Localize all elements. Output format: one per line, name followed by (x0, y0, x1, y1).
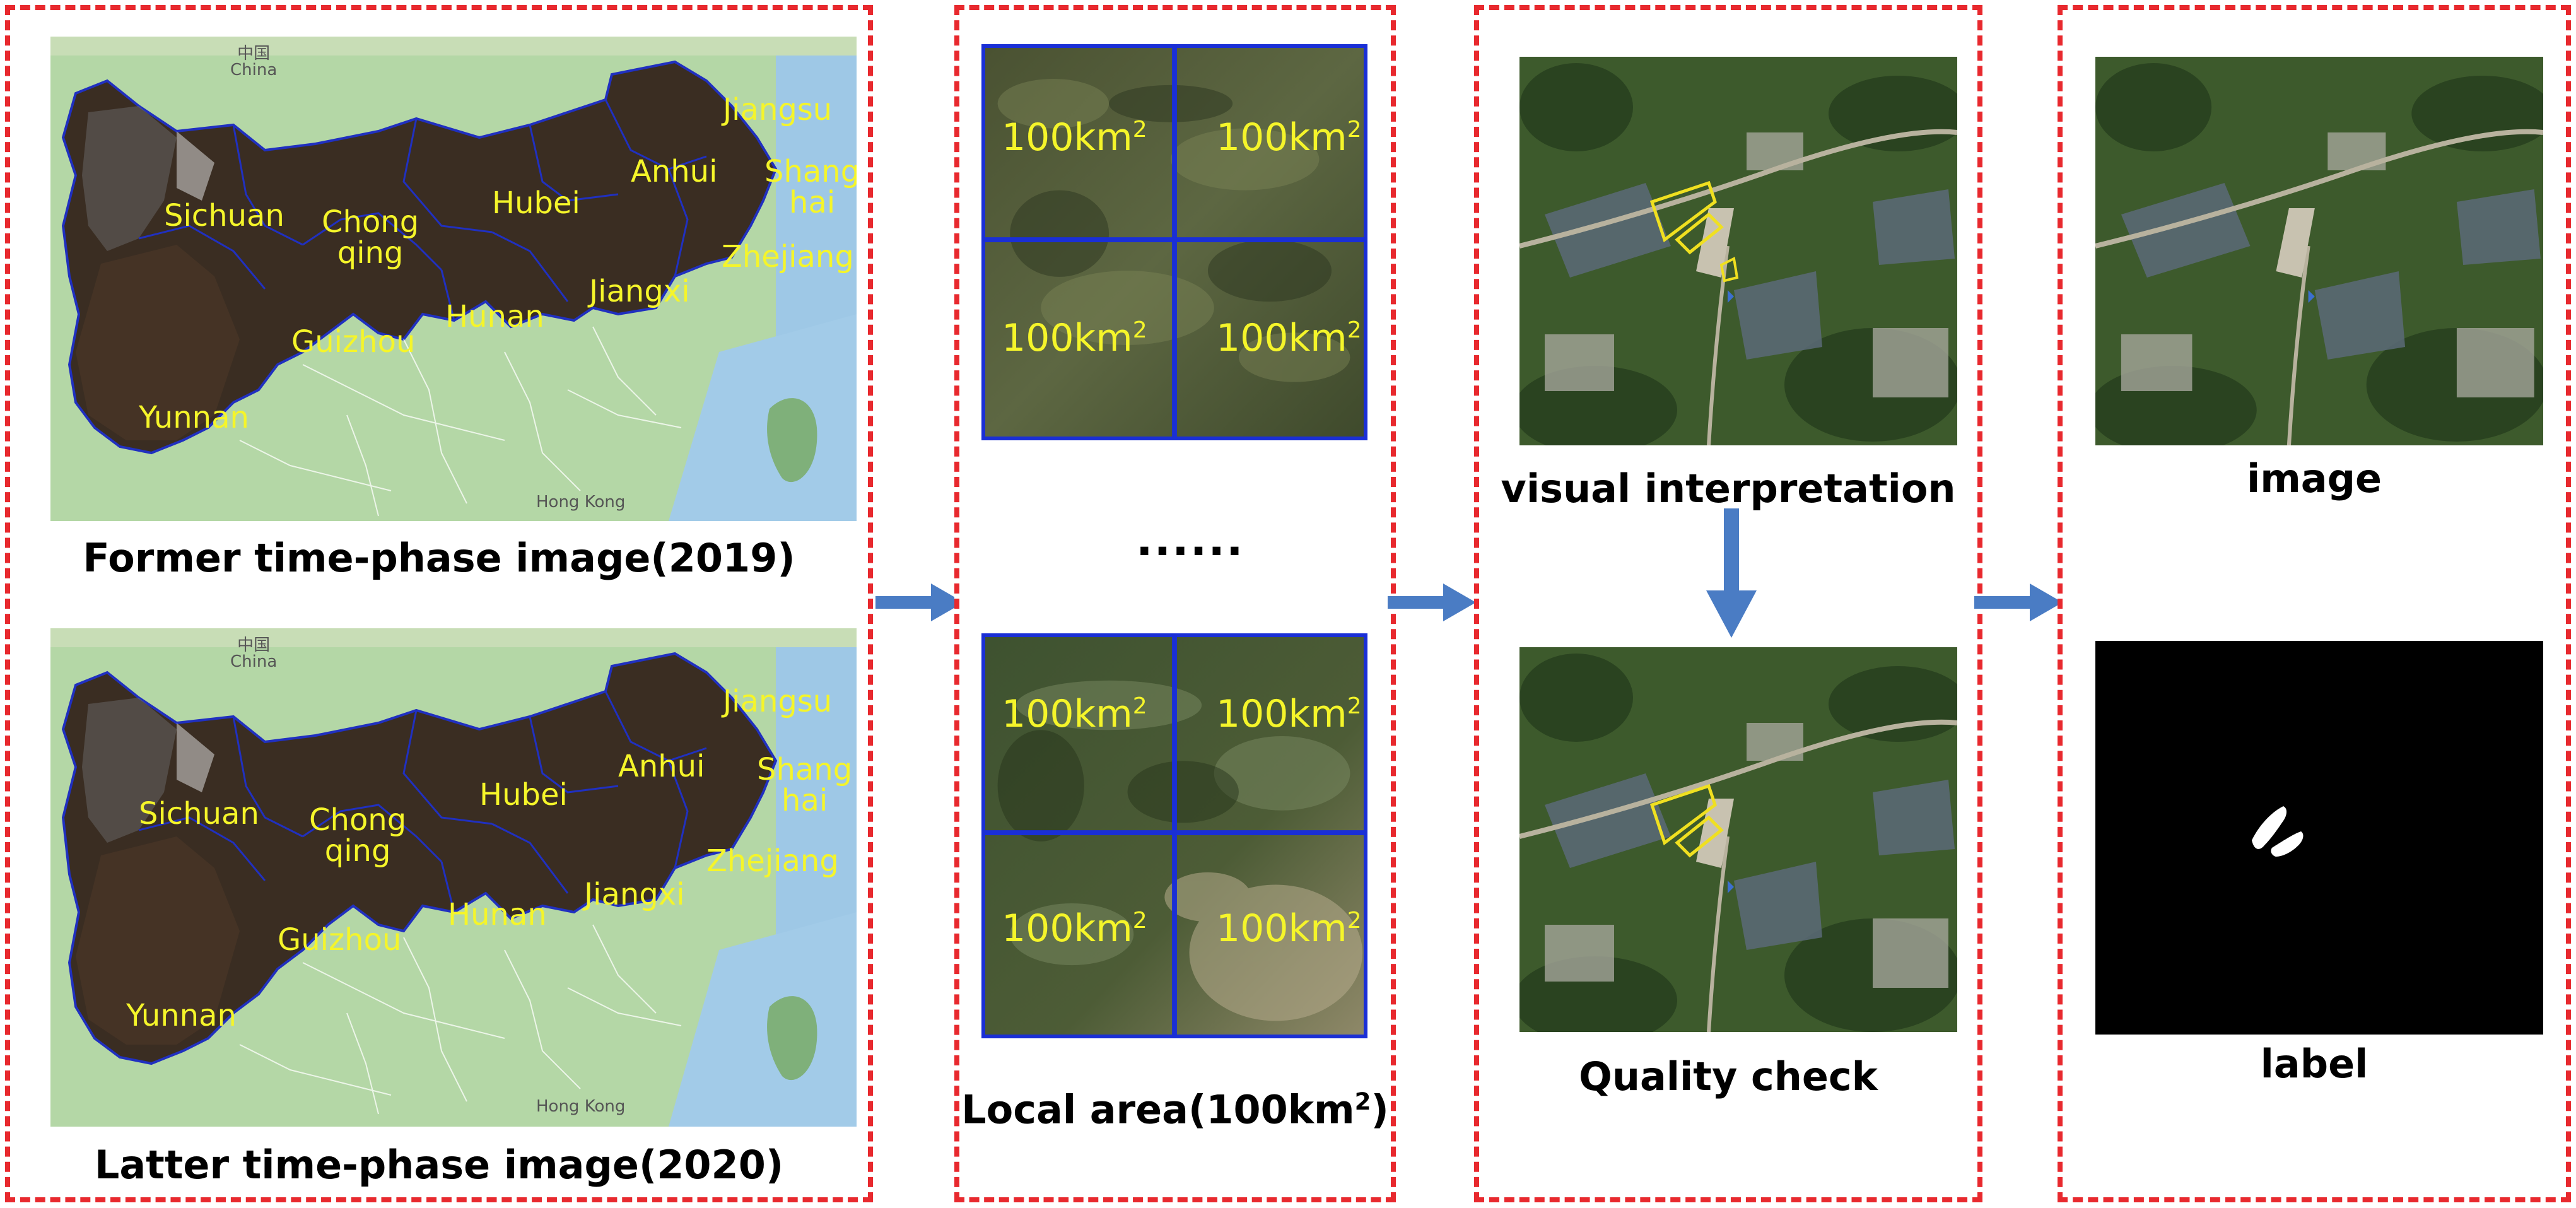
arrow-right-icon (1974, 583, 2063, 621)
arrow-right-icon (1388, 583, 1476, 621)
region-yunnan: Yunnan (126, 998, 237, 1033)
region-anhui: Anhui (631, 154, 718, 189)
region-anhui: Anhui (618, 749, 705, 784)
map-2020-svg (50, 628, 857, 1127)
tile-label: 100km2 (1216, 906, 1362, 951)
panel-maps: 中国 China Hong Kong Sichuan Chong qing Hu… (5, 5, 873, 1202)
visual-interpretation-caption: visual interpretation (1501, 466, 1956, 512)
map-2020: 中国 China Hong Kong Sichuan Chong qing Hu… (50, 628, 857, 1127)
region-sichuan: Sichuan (139, 796, 259, 831)
local-area-caption: Local area(100km2) (961, 1086, 1389, 1133)
tile-label: 100km2 (1002, 115, 1147, 160)
region-hubei: Hubei (479, 777, 568, 812)
quality-check-caption: Quality check (1579, 1053, 1878, 1100)
former-caption: Former time-phase image(2019) (83, 535, 795, 581)
tile-label: 100km2 (1002, 316, 1147, 360)
region-chongqing: Chong qing (322, 204, 419, 271)
region-hunan: Hunan (448, 897, 547, 932)
panel-local-area: 100km2 100km2 100km2 100km2 ...... (954, 5, 1396, 1202)
region-jiangxi: Jiangxi (584, 877, 685, 912)
region-zhejiang: Zhejiang (722, 239, 854, 274)
region-zhejiang: Zhejiang (706, 843, 839, 879)
region-sichuan: Sichuan (164, 198, 284, 233)
tile-label: 100km2 (1216, 692, 1362, 736)
region-jiangsu: Jiangsu (723, 684, 833, 719)
region-hunan: Hunan (445, 299, 544, 334)
tile-grid-bottom-svg (985, 637, 1364, 1035)
map-2019-svg (50, 37, 857, 521)
map-hk-label: Hong Kong (536, 493, 626, 512)
ellipsis: ...... (1136, 514, 1244, 566)
satellite-image-annotated (1519, 57, 1957, 445)
map-country-label: 中国 China (230, 636, 278, 671)
panel-dataset-output: image label (2058, 5, 2571, 1202)
tile-label: 100km2 (1216, 316, 1362, 360)
panel-interpretation: visual interpretation Quality check (1474, 5, 1982, 1202)
image-caption: image (2246, 455, 2382, 501)
tile-grid-top: 100km2 100km2 100km2 100km2 (981, 44, 1367, 440)
output-image (2095, 57, 2543, 445)
map-2019: 中国 China Hong Kong Sichuan Chong qing Hu… (50, 37, 857, 521)
tile-grid-bottom: 100km2 100km2 100km2 100km2 (981, 633, 1367, 1038)
tile-label: 100km2 (1216, 115, 1362, 160)
arrow-right-icon (875, 583, 964, 621)
region-shanghai: Shang hai (757, 752, 853, 818)
map-hk-label: Hong Kong (536, 1097, 626, 1116)
satellite-checked-svg (1519, 647, 1957, 1032)
output-image-svg (2095, 57, 2543, 445)
region-chongqing: Chong qing (309, 802, 407, 869)
region-shanghai: Shang hai (764, 154, 857, 220)
tile-label: 100km2 (1002, 692, 1147, 736)
tile-grid-top-svg (985, 48, 1364, 437)
satellite-annotated-svg (1519, 57, 1957, 445)
region-jiangsu: Jiangsu (723, 92, 833, 127)
region-jiangxi: Jiangxi (589, 274, 690, 309)
region-hubei: Hubei (492, 185, 580, 221)
tile-label: 100km2 (1002, 906, 1147, 951)
map-country-label: 中国 China (230, 44, 278, 79)
latter-caption: Latter time-phase image(2020) (94, 1142, 784, 1188)
region-yunnan: Yunnan (139, 400, 249, 435)
satellite-image-checked (1519, 647, 1957, 1032)
region-guizhou: Guizhou (278, 922, 402, 958)
region-guizhou: Guizhou (291, 324, 416, 360)
arrow-down-icon (1706, 508, 1757, 638)
label-mask-svg (2252, 806, 2304, 857)
label-caption: label (2260, 1041, 2368, 1087)
label-mask (2095, 641, 2543, 1035)
